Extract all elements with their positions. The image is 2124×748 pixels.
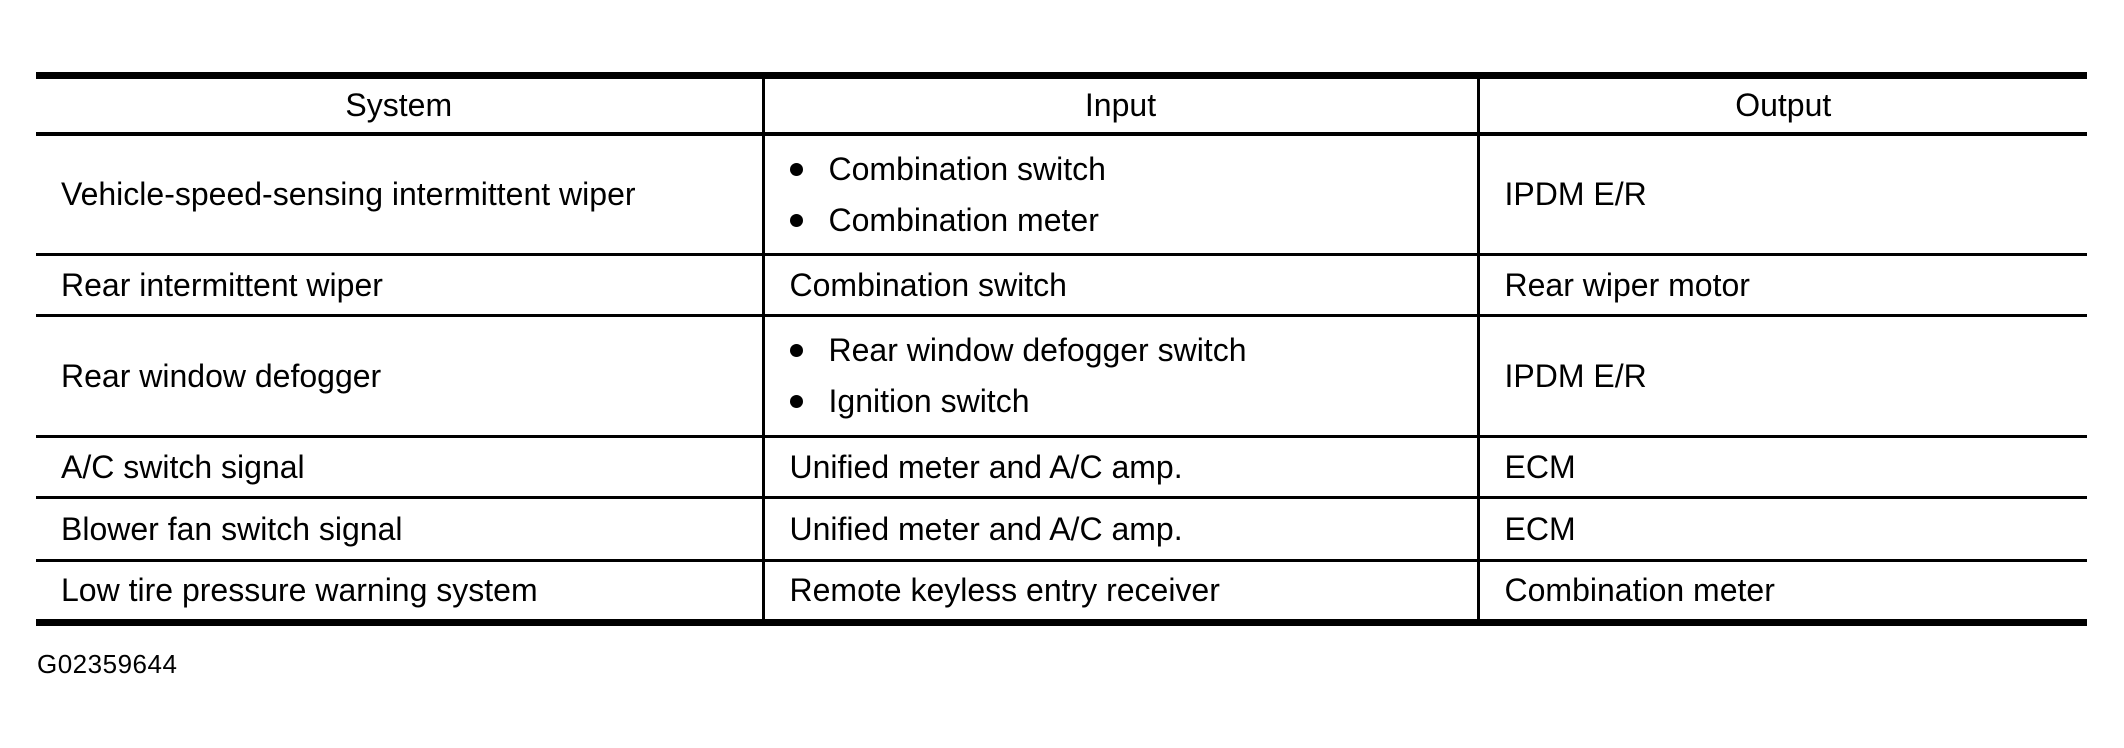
cell-input: Unified meter and A/C amp.	[761, 435, 1478, 498]
cell-output: ECM	[1476, 435, 2087, 498]
input-item-label: Rear window defogger switch	[828, 332, 1247, 368]
bullet-icon	[789, 344, 803, 357]
input-item-label: Unified meter and A/C amp.	[789, 448, 1183, 485]
header-row: System Input Output	[36, 75, 2087, 136]
bullet-icon	[789, 395, 803, 408]
cell-input: Unified meter and A/C amp.	[761, 496, 1478, 561]
cell-system: A/C switch signal	[36, 435, 763, 498]
col-header-input: Input	[761, 75, 1478, 136]
cell-input: Combination switch	[761, 253, 1478, 316]
input-bullet-line: Combination switch	[789, 144, 1467, 195]
col-header-system: System	[36, 75, 763, 136]
cell-system: Blower fan switch signal	[36, 496, 763, 561]
bullet-icon	[789, 213, 803, 227]
input-item-label: Combination switch	[828, 150, 1106, 187]
cell-output: Combination meter	[1476, 559, 2087, 623]
cell-system: Low tire pressure warning system	[36, 559, 763, 623]
input-item-label: Remote keyless entry receiver	[789, 572, 1220, 608]
cell-system: Rear intermittent wiper	[36, 253, 763, 316]
system-io-table: System Input Output Vehicle-speed-sensin…	[36, 72, 2087, 626]
table-row: Vehicle-speed-sensing intermittent wiper…	[36, 134, 2087, 255]
input-bullet-line: Rear window defogger switch	[789, 325, 1467, 376]
input-item-label: Combination meter	[828, 201, 1099, 238]
table-row: Low tire pressure warning system Remote k…	[36, 559, 2087, 623]
input-bullet-line: Combination meter	[789, 195, 1467, 246]
input-item-label: Unified meter and A/C amp.	[789, 510, 1183, 547]
cell-output: IPDM E/R	[1476, 134, 2087, 255]
col-header-output: Output	[1476, 75, 2087, 136]
bullet-icon	[789, 162, 803, 176]
figure-id-caption: G02359644	[37, 649, 178, 679]
table-row: A/C switch signal Unified meter and A/C a…	[36, 435, 2087, 498]
table-row: Blower fan switch signal Unified meter an…	[36, 496, 2087, 561]
cell-output: ECM	[1476, 496, 2087, 561]
table-row: Rear intermittent wiper Combination switc…	[36, 253, 2087, 316]
cell-input: Remote keyless entry receiver	[761, 559, 1478, 623]
cell-system: Rear window defogger	[36, 314, 763, 437]
cell-output: IPDM E/R	[1476, 314, 2087, 437]
input-bullet-line: Ignition switch	[789, 376, 1467, 427]
cell-system: Vehicle-speed-sensing intermittent wiper	[61, 176, 636, 212]
input-item-label: Combination switch	[789, 266, 1067, 303]
input-item-label: Ignition switch	[828, 383, 1030, 419]
cell-output: Rear wiper motor	[1476, 253, 2087, 316]
